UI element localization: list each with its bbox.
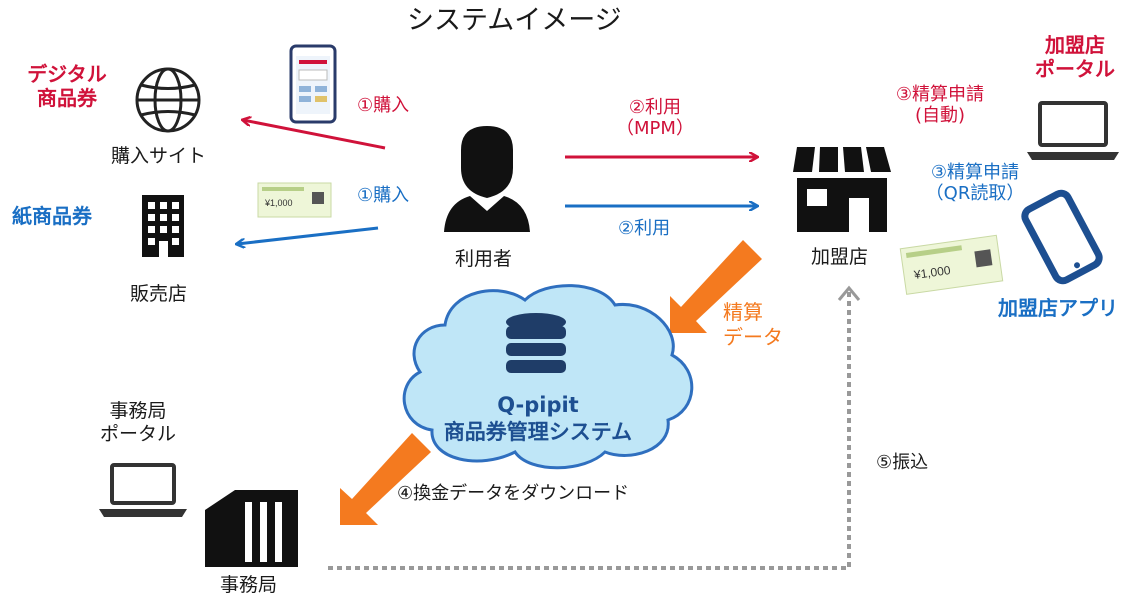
page-title: システムイメージ (407, 5, 622, 36)
laptop-icon (1027, 101, 1119, 160)
smartphone-icon (1021, 189, 1103, 285)
store-icon (793, 147, 891, 232)
smartphone-voucher-image (289, 44, 337, 124)
user-label: 利用者 (455, 248, 513, 270)
system-label: Q-pipit 商品券管理システム (438, 392, 638, 447)
store-shop-label: 販売店 (130, 283, 188, 305)
voucher-amount-right: ¥1,000 (912, 263, 952, 282)
globe-icon (135, 67, 201, 133)
step-download: ④換金データをダウンロード (397, 483, 630, 504)
step-use-red: ②利用 （MPM） (616, 97, 694, 139)
member-store-label: 加盟店 (811, 246, 869, 268)
user-icon (444, 126, 530, 232)
step-use-blue: ②利用 (618, 218, 671, 239)
system-name: Q-pipit (497, 393, 579, 417)
laptop-icon-office (99, 463, 187, 517)
arrow-settlement-data (670, 240, 762, 333)
office-portal-label: 事務局 ポータル (99, 400, 176, 445)
paper-voucher-image-right: ¥1,000 (899, 234, 1004, 295)
arrow-buy-red (243, 120, 386, 150)
step-settle-data: 精算 データ (723, 300, 783, 349)
arrow-transfer-head (837, 285, 861, 301)
purchase-site-label: 購入サイト (111, 145, 207, 167)
member-portal-label: 加盟店 ポータル (1035, 33, 1115, 81)
step-settle-auto: ③精算申請 (自動) (895, 84, 985, 126)
cloud-shape (402, 284, 694, 470)
voucher-amount: ¥1,000 (264, 198, 293, 208)
member-app-label: 加盟店アプリ (998, 296, 1118, 320)
arrow-download (340, 433, 431, 525)
arrow-transfer (328, 290, 851, 570)
step-transfer: ⑤振込 (876, 452, 929, 473)
step-buy-red: ①購入 (357, 95, 410, 116)
paper-voucher-label: 紙商品券 (12, 204, 92, 228)
system-subtitle: 商品券管理システム (443, 420, 633, 445)
step-settle-qr: ③精算申請 （QR読取） (925, 162, 1025, 204)
paper-voucher-image: ¥1,000 (257, 182, 332, 218)
step-buy-blue: ①購入 (357, 185, 410, 206)
building-icon (142, 195, 184, 257)
arrow-buy-blue (237, 226, 379, 244)
digital-voucher-label: デジタル 商品券 (27, 62, 107, 110)
office-building-icon (205, 490, 298, 567)
database-icon (506, 313, 566, 373)
office-label: 事務局 (220, 574, 278, 596)
